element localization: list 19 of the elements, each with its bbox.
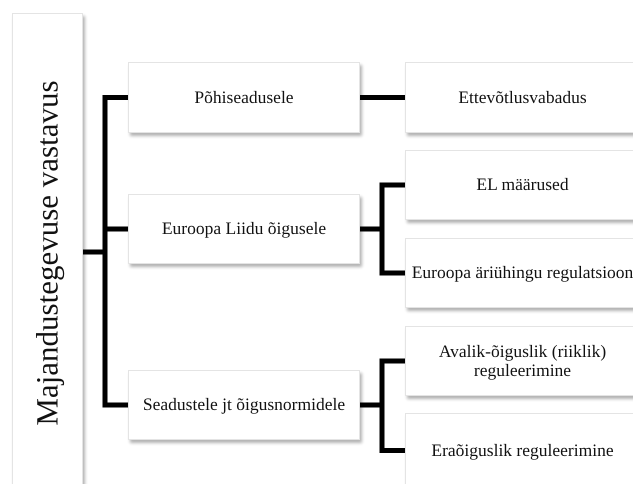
process-box <box>128 370 360 440</box>
box-label: Majandustegevuse vastavus <box>30 80 65 426</box>
box-label: Ettevõtlusvabadus <box>458 88 587 108</box>
box-label: EL määrused <box>476 175 569 195</box>
process-box <box>405 62 633 133</box>
box-label: Euroopa Liidu õigusele <box>162 219 326 239</box>
box-label: Euroopa äriühingu regulatsioon <box>412 263 633 283</box>
box-label: Põhiseadusele <box>194 88 294 108</box>
process-box <box>128 62 360 133</box>
vertical-box <box>12 13 83 484</box>
box-label: Eraõiguslik reguleerimine <box>431 440 614 460</box>
process-box <box>405 150 633 220</box>
process-box <box>405 413 633 484</box>
box-label: Seadustele jt õigusnormidele <box>142 395 346 415</box>
process-box <box>128 194 360 264</box>
box-label: Avalik-õiguslik (riiklik) reguleerimine <box>438 342 608 380</box>
process-box <box>405 326 633 396</box>
process-box <box>405 238 633 308</box>
connector-line <box>360 95 405 100</box>
